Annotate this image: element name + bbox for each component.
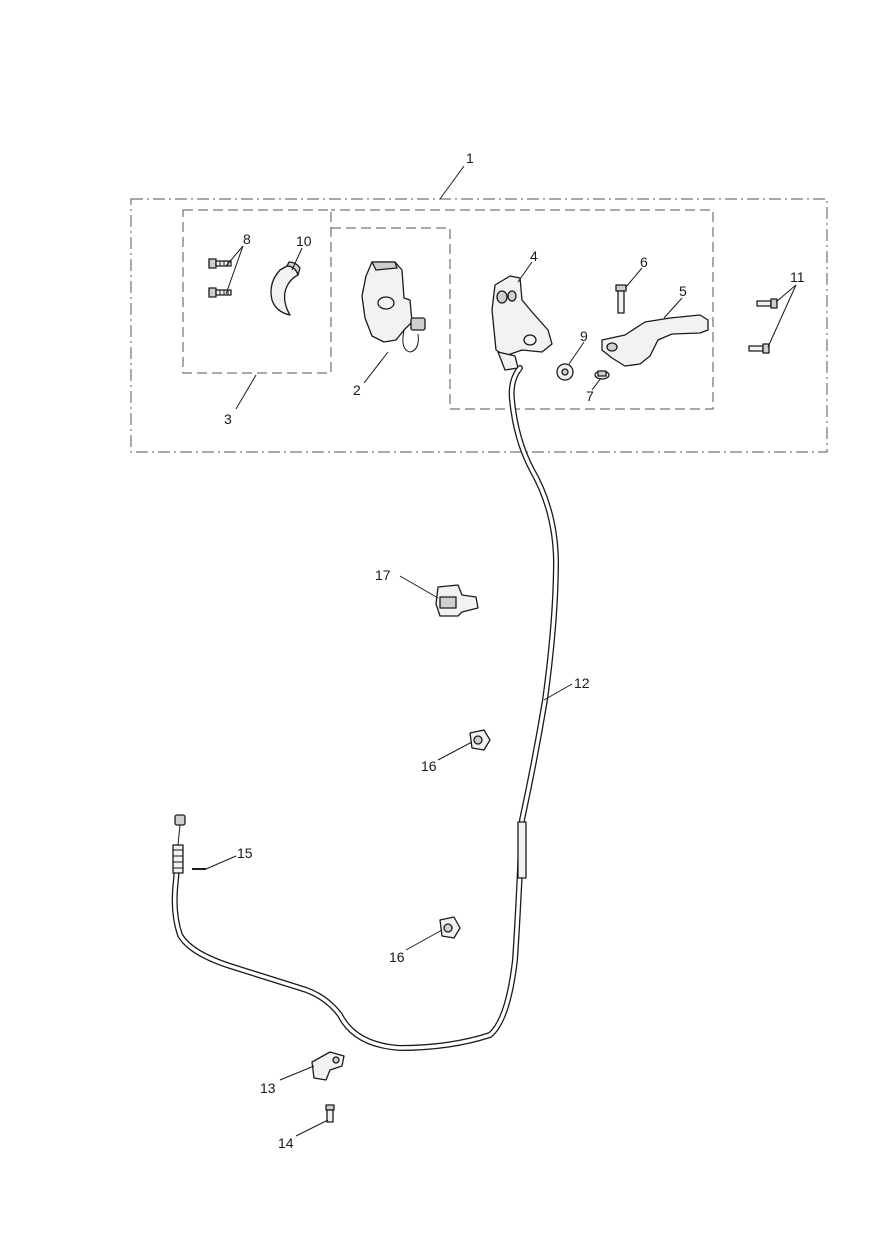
callout-16: 16 bbox=[389, 949, 405, 965]
nut-icon bbox=[594, 370, 610, 380]
callout-11: 11 bbox=[790, 269, 805, 285]
callout-5: 5 bbox=[679, 283, 687, 299]
callout-4: 4 bbox=[530, 248, 538, 264]
switch-housing-icon bbox=[361, 261, 426, 353]
callout-15: 15 bbox=[237, 845, 253, 861]
assembly-box-1 bbox=[130, 198, 828, 453]
bracket-icon bbox=[311, 1051, 345, 1081]
cable-clip-icon bbox=[469, 729, 491, 751]
assembly-box-inner bbox=[331, 209, 714, 410]
callout-12: 12 bbox=[574, 675, 590, 691]
callout-10: 10 bbox=[296, 233, 312, 249]
callout-6: 6 bbox=[640, 254, 648, 270]
callout-17: 17 bbox=[375, 567, 391, 583]
nut-icon bbox=[556, 363, 574, 381]
bush-icon bbox=[270, 261, 301, 316]
cable-icon bbox=[171, 365, 559, 1051]
callout-8: 8 bbox=[243, 231, 251, 247]
adjuster-icon bbox=[435, 584, 479, 617]
pivot-bolt-icon bbox=[615, 284, 627, 314]
cable-clip-icon bbox=[439, 916, 461, 939]
callout-1: 1 bbox=[466, 150, 474, 166]
callout-9: 9 bbox=[580, 328, 588, 344]
callout-7: 7 bbox=[586, 388, 594, 404]
callout-16: 16 bbox=[421, 758, 437, 774]
callout-2: 2 bbox=[353, 382, 361, 398]
callout-14: 14 bbox=[278, 1135, 294, 1151]
bolt-icon bbox=[208, 258, 232, 298]
callout-3: 3 bbox=[224, 411, 232, 427]
screw-icon bbox=[325, 1104, 335, 1123]
lever-bracket-icon bbox=[491, 275, 553, 371]
assembly-box-3 bbox=[182, 209, 332, 374]
callout-13: 13 bbox=[260, 1080, 276, 1096]
lever-icon bbox=[601, 314, 709, 367]
leader-lines bbox=[205, 165, 797, 1137]
bolt-icon bbox=[748, 298, 778, 354]
